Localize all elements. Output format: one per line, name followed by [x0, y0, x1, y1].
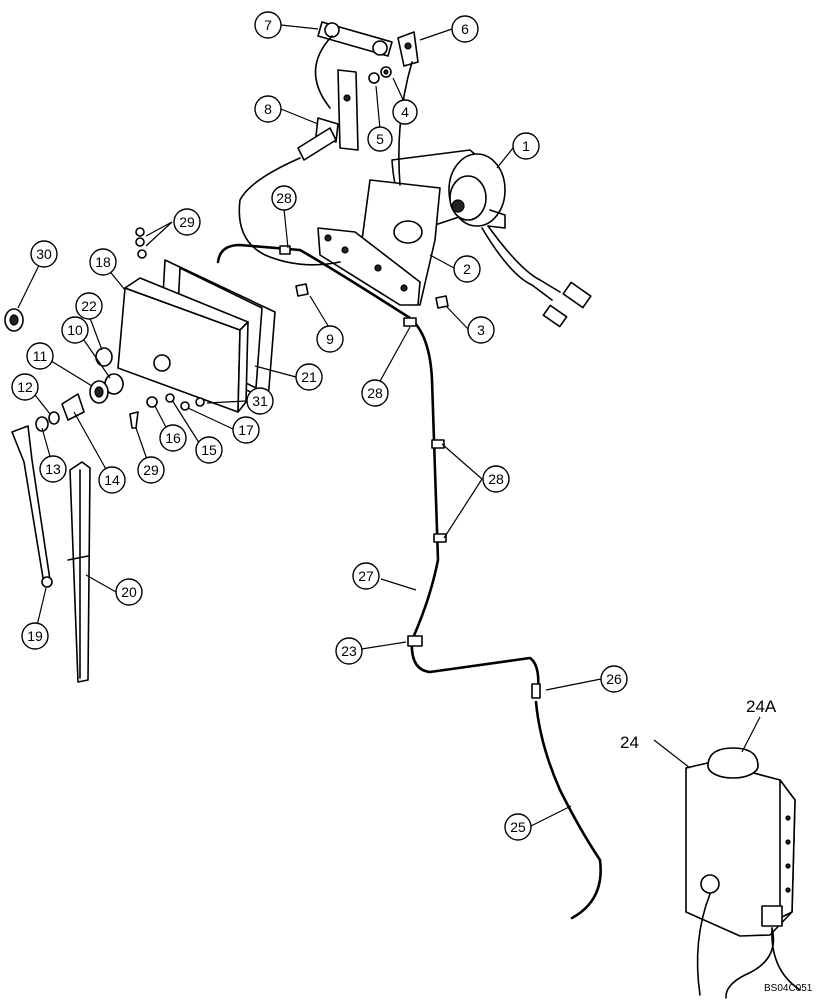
svg-text:16: 16	[165, 430, 181, 446]
callout-9: 9	[316, 325, 344, 353]
callout-25: 25	[504, 813, 532, 841]
callout-29-top: 29	[173, 208, 201, 236]
callout-13: 13	[39, 455, 67, 483]
svg-text:10: 10	[67, 322, 83, 338]
wiper-housing	[117, 259, 276, 413]
svg-text:20: 20	[121, 584, 137, 600]
svg-text:15: 15	[201, 442, 217, 458]
callout-26: 26	[600, 665, 628, 693]
callout-11: 11	[26, 342, 54, 370]
callout-16: 16	[159, 424, 187, 452]
svg-text:31: 31	[252, 393, 268, 409]
callout-8: 8	[254, 95, 282, 123]
callout-1: 1	[512, 132, 540, 160]
label-24a: 24A	[746, 697, 777, 716]
svg-text:1: 1	[522, 138, 530, 154]
svg-text:30: 30	[36, 246, 52, 262]
callout-5: 5	[367, 126, 393, 152]
svg-text:4: 4	[401, 104, 409, 120]
svg-text:7: 7	[264, 17, 272, 33]
callout-30: 30	[30, 240, 58, 268]
callout-18: 18	[89, 248, 117, 276]
svg-text:28: 28	[488, 471, 504, 487]
callout-4: 4	[392, 99, 418, 125]
svg-text:17: 17	[238, 422, 254, 438]
svg-text:22: 22	[81, 298, 97, 314]
wiper-arm-hardware	[4, 308, 124, 432]
callout-10: 10	[61, 316, 89, 344]
svg-text:8: 8	[264, 101, 272, 117]
svg-text:27: 27	[358, 568, 374, 584]
callout-22: 22	[75, 292, 103, 320]
callout-29-bottom: 29	[137, 456, 165, 484]
callout-20: 20	[115, 578, 143, 606]
svg-text:6: 6	[461, 21, 469, 37]
callout-28-lower: 28	[482, 465, 510, 493]
svg-text:14: 14	[104, 472, 120, 488]
fasteners-top	[295, 66, 449, 309]
callout-28-top: 28	[271, 185, 297, 211]
svg-text:13: 13	[45, 461, 61, 477]
callout-2: 2	[453, 255, 481, 283]
callout-28-mid: 28	[361, 379, 389, 407]
callout-23: 23	[335, 637, 363, 665]
svg-text:2: 2	[463, 261, 471, 277]
callout-19: 19	[21, 622, 49, 650]
svg-text:9: 9	[326, 331, 334, 347]
wiper-arm	[11, 425, 53, 588]
washer-reservoir	[685, 747, 801, 999]
svg-text:29: 29	[179, 214, 195, 230]
label-24: 24	[620, 733, 639, 752]
callout-6: 6	[451, 15, 479, 43]
motor-bracket	[317, 179, 441, 306]
svg-text:28: 28	[367, 385, 383, 401]
svg-text:18: 18	[95, 254, 111, 270]
washer-hose	[216, 243, 602, 920]
svg-text:12: 12	[17, 379, 33, 395]
svg-text:3: 3	[477, 322, 485, 338]
svg-text:5: 5	[376, 131, 384, 147]
svg-text:11: 11	[33, 348, 48, 364]
svg-text:19: 19	[27, 628, 43, 644]
svg-text:26: 26	[606, 671, 622, 687]
callout-31: 31	[246, 387, 274, 415]
callout-17: 17	[232, 416, 260, 444]
callout-15: 15	[195, 436, 223, 464]
callout-7: 7	[254, 11, 282, 39]
callout-12: 12	[11, 373, 39, 401]
svg-text:21: 21	[301, 369, 317, 385]
callout-21: 21	[295, 363, 323, 391]
callout-27: 27	[352, 562, 380, 590]
wiper-blade	[67, 461, 91, 683]
svg-text:29: 29	[143, 462, 159, 478]
svg-text:23: 23	[341, 643, 357, 659]
svg-text:25: 25	[510, 819, 526, 835]
figure-code: BS04C051	[764, 983, 813, 994]
callout-14: 14	[98, 466, 126, 494]
svg-text:28: 28	[276, 190, 292, 206]
callout-3: 3	[467, 316, 495, 344]
